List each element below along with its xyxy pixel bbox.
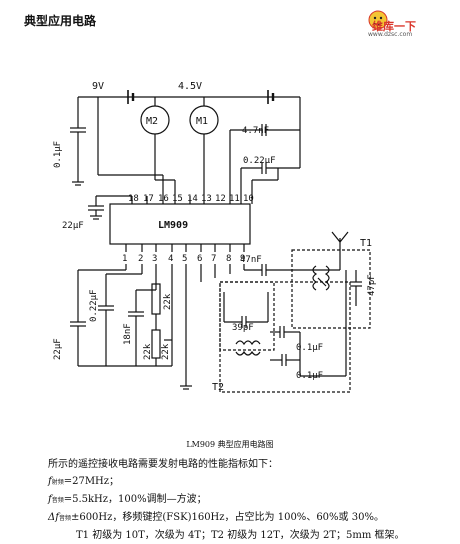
cap-4n7 [229,97,301,196]
spec-line-2-sub: 音频 [51,497,64,504]
motor-m1-label: M1 [196,116,208,127]
pin-11: 11 [229,194,240,204]
cap-left-0u1-label: 0.1μF [53,141,63,168]
res-22k-a-label: 22k [163,293,173,310]
spec-line-2: f音频=5.5kHz，100%调制—方波； [48,491,448,509]
spec-line-1-sub: 射频 [51,479,64,486]
cap-4n7-label: 4.7nF [242,126,269,136]
cap-0u22-top-label: 0.22μF [243,156,276,166]
cap-left-0u1 [70,112,86,186]
cap-39p-label: 39pF [232,323,254,333]
pin-3: 3 [152,254,157,264]
pin-9: 9 [240,254,245,264]
pin-6: 6 [197,254,202,264]
figure-caption: LM909 典型应用电路图 [186,440,274,449]
spec-line-3: Δf音频±600Hz，移频键控(FSK)160Hz，占空比为 100%、60%或… [48,509,448,527]
pin-14: 14 [187,194,198,204]
site-logo: 维库一下 www.dzsc.com [360,4,444,40]
cap-0u22-top [240,130,301,196]
pin-1: 1 [122,254,127,264]
pin-2: 2 [138,254,143,264]
transformer-t2-label: T2 [212,382,224,393]
spec-line-3-sub: 音频 [58,515,71,522]
ic-lm909-label: LM909 [158,220,188,231]
spec-line-3-symbol: Δf [48,512,59,523]
motor-m2-label: M2 [146,116,158,127]
ic-bottom-stubs [125,244,245,252]
ic-bottom-pins: 1 2 3 4 5 6 7 8 9 [122,254,245,264]
rf-section [200,231,371,393]
logo-text: 维库一下 [372,20,416,33]
cap-0u1-b-label: 0.1μF [296,371,323,381]
cap-22u-bottom-label: 22μF [53,338,63,360]
cap-22u-left-label: 22μF [62,221,84,231]
logo-url: www.dzsc.com [368,31,413,38]
res-22k-pot-label: 22k [161,343,171,360]
cap-47p-label: 47pF [367,274,377,296]
spec-intro: 所示的遥控接收电路需要发射电路的性能指标如下： [48,459,278,470]
pin-17: 17 [143,194,154,204]
bottom-network [70,264,192,390]
pin-13: 13 [201,194,212,204]
spec-line-2-text: =5.5kHz，100%调制—方波； [63,494,207,505]
spec-text: 所示的遥控接收电路需要发射电路的性能指标如下： f射频=27MHz； f音频=5… [48,456,448,544]
supply-9v-label: 9V [92,81,104,92]
cap-47n-label: 47nF [240,255,262,265]
pin-8: 8 [226,254,231,264]
spec-line-1-symbol: f [48,476,52,487]
pin-10: 10 [243,194,254,204]
ic-lm909 [109,203,251,245]
cap-0u1-a-label: 0.1μF [296,343,323,353]
motor-m1 [189,97,219,196]
spec-line-1: f射频=27MHz； [48,473,448,491]
transformer-t1-label: T1 [360,238,372,249]
pin-4: 4 [168,254,173,264]
cap-22u-left [88,195,132,220]
cap-18n-label: 18nF [123,323,133,345]
ic-top-stubs [131,196,253,204]
supply-4v5-label: 4.5V [178,81,202,92]
pin-7: 7 [211,254,216,264]
pin-18: 18 [128,194,139,204]
spec-line-3-text: ±600Hz，移频键控(FSK)160Hz，占空比为 100%、60%或 30%… [70,512,384,523]
pin-15: 15 [172,194,183,204]
supply-rail [77,90,300,112]
spec-line-1-text: =27MHz； [63,476,120,487]
pin-5: 5 [182,254,187,264]
circuit-schematic: 9V 4.5V M2 M1 0.1μF 4.7nF [53,81,377,393]
motor-m2 [140,97,176,196]
cap-0u22-bottom-label: 0.22μF [89,289,99,322]
logo-mascot-icon [368,10,388,30]
spec-line-2-symbol: f [48,494,52,505]
pin-12: 12 [215,194,226,204]
res-22k-b-label: 22k [143,343,153,360]
page-title: 典型应用电路 [24,14,97,28]
spec-line-4: T1 初级为 10T，次级为 4T；T2 初级为 12T，次级为 2T；5mm … [76,530,405,541]
